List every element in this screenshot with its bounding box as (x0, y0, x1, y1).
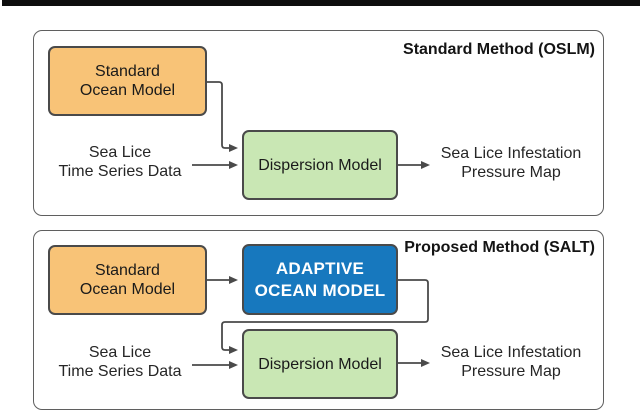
figure-top-border (2, 0, 640, 6)
node-dispersion-model-salt: Dispersion Model (242, 329, 398, 399)
node-adaptive-ocean-model: ADAPTIVE OCEAN MODEL (242, 244, 398, 315)
node-standard-ocean-model-oslm: Standard Ocean Model (48, 46, 207, 116)
label-infestation-pressure-map-salt: Sea Lice Infestation Pressure Map (440, 344, 582, 380)
panel-title-salt: Proposed Method (SALT) (404, 239, 595, 256)
panel-standard-method: Standard Method (OSLM) Standard Ocean Mo… (33, 30, 604, 216)
panel-proposed-method: Proposed Method (SALT) Standard Ocean Mo… (33, 230, 604, 410)
panel-title-oslm: Standard Method (OSLM) (403, 41, 595, 58)
node-dispersion-model-oslm: Dispersion Model (242, 130, 398, 200)
label-sea-lice-time-series-oslm: Sea Lice Time Series Data (58, 144, 182, 180)
label-sea-lice-time-series-salt: Sea Lice Time Series Data (58, 344, 182, 380)
node-standard-ocean-model-salt: Standard Ocean Model (48, 245, 207, 315)
label-infestation-pressure-map-oslm: Sea Lice Infestation Pressure Map (440, 145, 582, 181)
